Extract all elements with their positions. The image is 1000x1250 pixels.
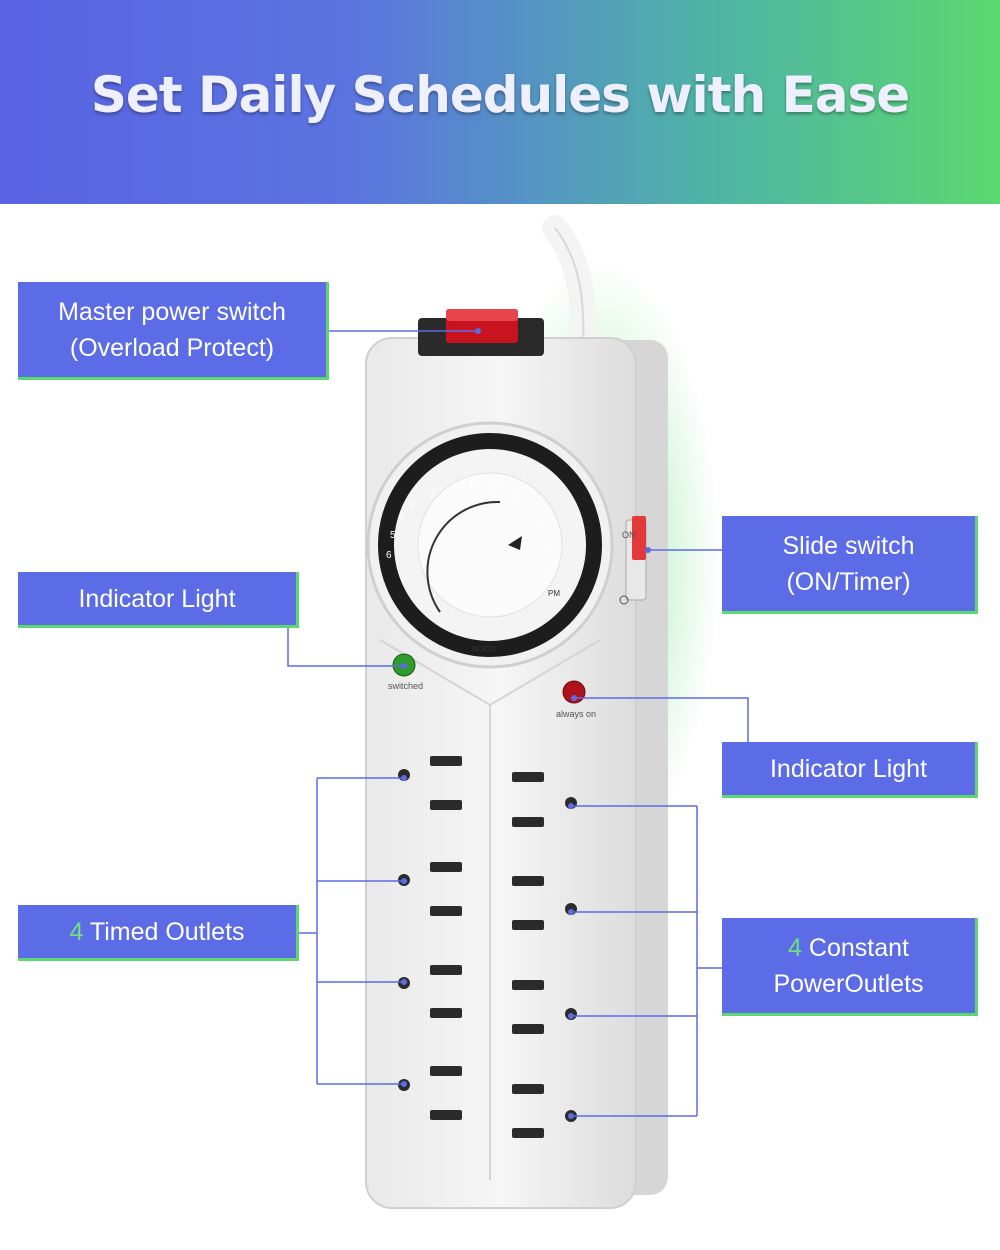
leader-lines — [287, 330, 749, 1117]
always-on-label: always on — [556, 709, 596, 719]
timed-outlets-label: Timed Outlets — [83, 917, 245, 946]
indicator-left-label: Indicator Light — [78, 584, 236, 613]
dial-noon-label: NOON — [472, 645, 496, 654]
callout-master-switch: Master power switch (Overload Protect) — [18, 282, 329, 380]
dial-hour-top-2: 12 — [468, 479, 480, 490]
timed-outlets — [398, 756, 462, 1120]
dial-hour-top-3: 11 — [490, 482, 501, 493]
leader-indicator-right — [574, 697, 749, 745]
switched-label: switched — [388, 681, 423, 691]
timer-dial: 2 1 12 11 10 9 8 7 6 3 4 5 6 NOON PM — [366, 421, 614, 669]
constant-outlet-4 — [512, 1084, 577, 1138]
timed-outlets-count: 4 — [69, 917, 84, 946]
leader-dots — [401, 328, 651, 1119]
callout-timed-outlets: 4 Timed Outlets — [18, 905, 299, 961]
dial-hour-top-7: 7 — [545, 544, 551, 555]
slide-switch-line2: (ON/Timer) — [786, 567, 911, 596]
dial-hour-top-6: 8 — [538, 524, 544, 535]
dial-hour-left-0: 3 — [410, 499, 416, 510]
dial-hour-top-4: 10 — [510, 492, 522, 503]
dial-hour-left-1: 4 — [398, 513, 404, 524]
dial-hour-left-3: 6 — [386, 550, 392, 561]
slide-on-label: ON — [622, 530, 636, 540]
dial-hour-top-1: 1 — [452, 481, 458, 492]
timed-outlet-4 — [398, 1066, 462, 1120]
timed-outlet-2 — [398, 862, 462, 916]
master-switch-line2: (Overload Protect) — [69, 333, 275, 362]
master-rocker-switch — [418, 309, 544, 356]
dial-pm-label: PM — [548, 589, 560, 598]
constant-outlet-3 — [512, 980, 577, 1034]
timed-outlets-text: 4 Timed Outlets — [69, 914, 244, 950]
slide-switch: ON — [619, 516, 647, 605]
slide-switch-line1: Slide switch — [782, 531, 915, 560]
constant-outlets-count: 4 — [788, 933, 802, 962]
dial-hour-top-8: 6 — [548, 568, 554, 579]
dial-hour-left-2: 5 — [390, 530, 396, 541]
indicator-right-label: Indicator Light — [769, 754, 928, 783]
page-title: Set Daily Schedules with Ease — [90, 66, 910, 124]
timed-outlet-3 — [398, 965, 462, 1018]
callout-slide-switch: Slide switch (ON/Timer) — [722, 516, 978, 614]
callout-constant-outlets: 4 Constant PowerOutlets — [722, 918, 978, 1016]
constant-outlets-line2: PowerOutlets — [773, 969, 924, 998]
constant-outlets-line1: Constant — [801, 933, 909, 962]
header-banner: Set Daily Schedules with Ease — [0, 0, 1000, 204]
dial-hour-top-5: 9 — [527, 506, 533, 517]
dial-hour-top-0: 2 — [430, 489, 436, 500]
callout-indicator-left: Indicator Light — [18, 572, 299, 628]
callout-indicator-right: Indicator Light — [722, 742, 978, 798]
master-switch-line1: Master power switch — [58, 297, 286, 326]
constant-outlets-line1-wrap: 4 Constant — [788, 930, 909, 966]
